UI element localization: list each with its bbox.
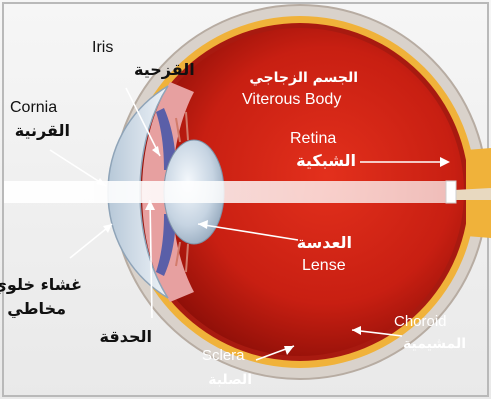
choroid-label-arabic: المشيمية (403, 336, 466, 352)
light-beam (4, 181, 456, 203)
pupil-label-arabic: الحدقة (100, 327, 152, 346)
sclera-label: Sclera (202, 347, 245, 364)
retina-label-arabic: الشبكية (296, 151, 356, 170)
vitreous-label-arabic: الجسم الزجاجي (249, 70, 358, 86)
beam-focus (446, 181, 456, 203)
lense-label-arabic: العدسة (297, 233, 352, 252)
sclera-label-arabic: الصلبة (208, 372, 252, 388)
cornia-label: Cornia (10, 99, 57, 116)
choroid-label: Choroid (394, 313, 447, 330)
retina-label: Retina (290, 130, 336, 147)
iris-label-arabic: القزحية (134, 60, 195, 79)
lense-label: Lense (302, 257, 346, 274)
vitreous-label: Viterous Body (242, 91, 341, 108)
cornia-label-arabic: القرنية (15, 121, 70, 140)
mucous-label-arabic-line2: مخاطي (7, 299, 66, 319)
optic-disc (454, 188, 491, 200)
mucous-label-arabic-line1: غشاء خلوي (0, 275, 82, 295)
iris-label: Iris (92, 39, 113, 56)
